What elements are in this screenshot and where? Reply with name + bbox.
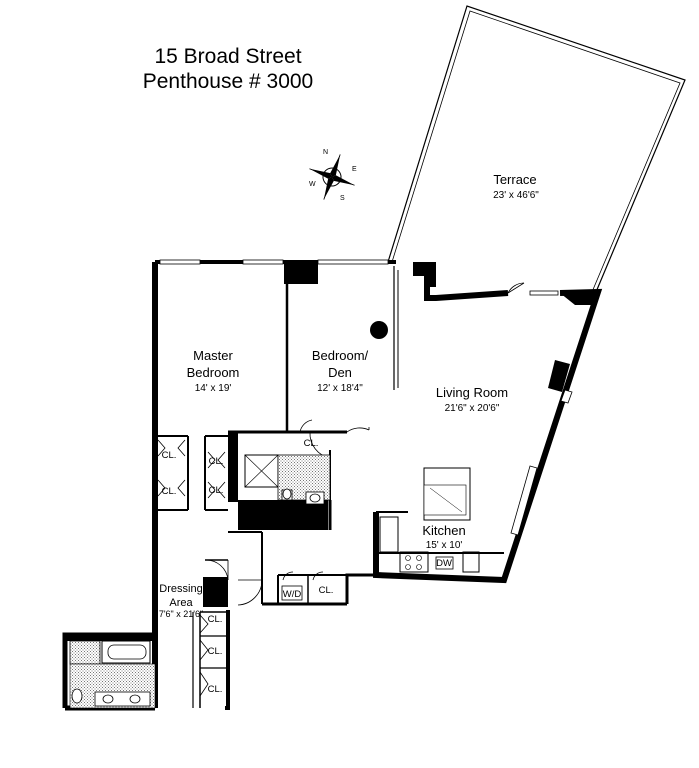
compass-rose-icon (309, 154, 355, 200)
living-room-dims: 21'6" x 20'6" (445, 403, 500, 414)
door-swings (157, 282, 525, 697)
terrace-dims: 23' x 46'6" (493, 190, 539, 201)
compass-south-label: S (340, 195, 345, 202)
closet-label: CL. (208, 684, 223, 695)
dressing-area-label-2: Area (169, 597, 193, 609)
closet-label: CL. (208, 614, 223, 625)
closet-labels: CL. CL. CL. CL. CL. CL. CL. CL. CL. CL. … (162, 438, 452, 695)
bedroom-den-label-2: Den (328, 365, 352, 380)
closet-label: CL. (209, 456, 224, 467)
master-bedroom-dims: 14' x 19' (195, 383, 232, 394)
washer-dryer-label: W/D (283, 589, 302, 600)
windows (159, 259, 573, 536)
closet-label: CL. (209, 485, 224, 496)
living-room-label: Living Room (436, 385, 508, 400)
structural-columns (65, 262, 598, 641)
compass-north-label: N (323, 149, 328, 156)
closet-label: CL. (162, 486, 177, 497)
closet-label: CL. (304, 438, 319, 449)
closet-label: CL. (162, 450, 177, 461)
closet-label: CL. (208, 646, 223, 657)
washer-dryer-unit (281, 585, 303, 601)
compass-west-label: W (309, 181, 316, 188)
address-title: 15 Broad Street (154, 45, 302, 68)
dishwasher-label: DW (436, 558, 452, 569)
terrace-label: Terrace (493, 172, 536, 187)
room-labels: Terrace 23' x 46'6" Master Bedroom 14' x… (159, 172, 539, 619)
dressing-area-dims: 7'6" x 21'6" (159, 609, 203, 619)
compass-east-label: E (352, 166, 357, 173)
kitchen-dims: 15' x 10' (426, 540, 463, 551)
bathroom-fixtures (69, 454, 331, 709)
master-bedroom-label-2: Bedroom (187, 365, 240, 380)
kitchen-label: Kitchen (422, 523, 465, 538)
dishwasher-unit (435, 556, 454, 570)
unit-title: Penthouse # 3000 (142, 70, 314, 93)
bedroom-den-dims: 12' x 18'4" (317, 383, 363, 394)
master-bedroom-label-1: Master (193, 348, 233, 363)
closet-label: CL. (249, 516, 264, 527)
kitchen-fixtures (376, 467, 504, 573)
bedroom-den-label-1: Bedroom/ (312, 348, 369, 363)
terrace-outline (387, 5, 686, 293)
closet-label: CL. (319, 585, 334, 596)
dressing-area-label-1: Dressing (159, 583, 202, 595)
